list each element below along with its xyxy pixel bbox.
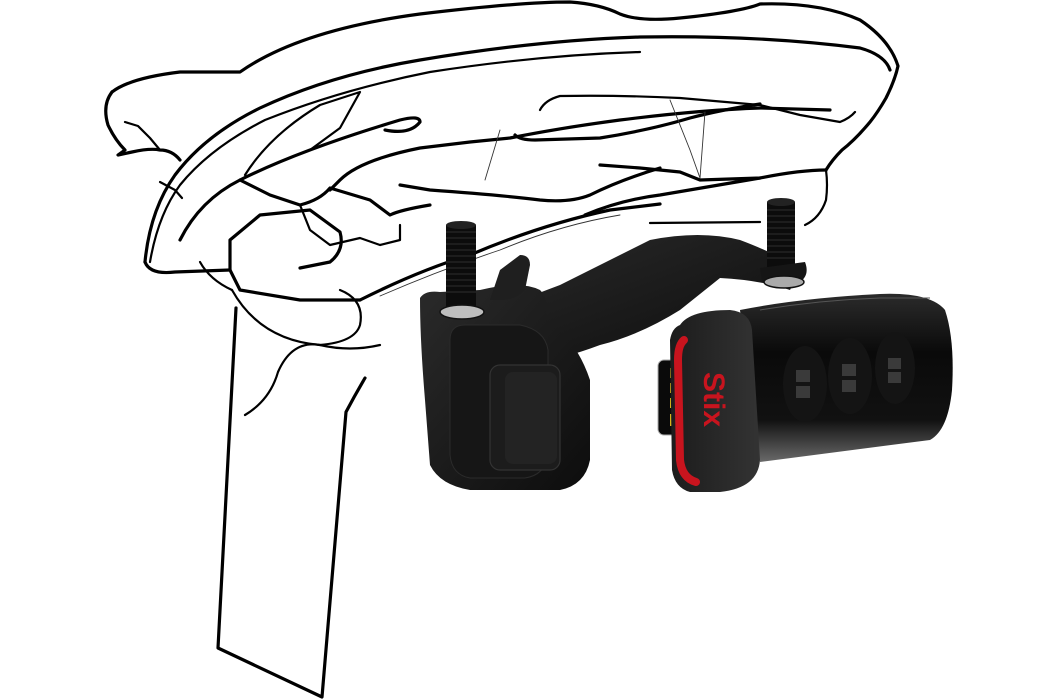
led-windows: [783, 332, 915, 422]
mount-bracket: [420, 198, 807, 490]
bolt-left: [439, 221, 485, 320]
light-unit: Stix: [657, 293, 953, 492]
bolt-right: [760, 198, 807, 289]
brand-label: Stix: [697, 372, 730, 427]
saddle: [104, 0, 900, 302]
seatpost: [216, 288, 382, 699]
